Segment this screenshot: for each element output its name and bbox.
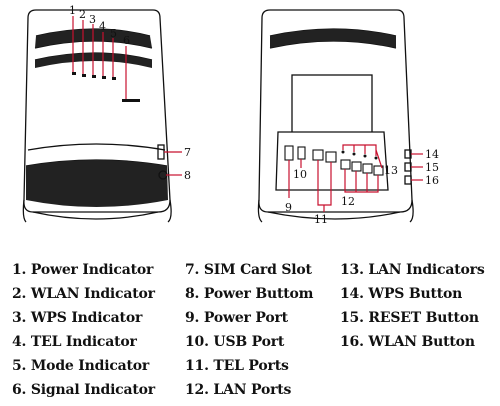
legend-item: 5. Mode Indicator bbox=[12, 358, 150, 374]
legend-column-1: 1. Power Indicator 2. WLAN Indicator 3. … bbox=[12, 258, 155, 402]
lan-indicator-leds bbox=[341, 150, 378, 160]
callout-16: 16 bbox=[425, 174, 439, 187]
callout-12: 12 bbox=[341, 195, 355, 208]
legend-item: 2. WLAN Indicator bbox=[12, 286, 155, 302]
router-back-view bbox=[257, 9, 414, 223]
callout-4: 4 bbox=[99, 20, 106, 33]
callout-15: 15 bbox=[425, 161, 439, 174]
legend: 1. Power Indicator 2. WLAN Indicator 3. … bbox=[0, 258, 500, 406]
router-diagram: 1 2 3 4 5 6 7 8 bbox=[22, 4, 439, 226]
legend-item: 4. TEL Indicator bbox=[12, 334, 137, 350]
legend-item: 15. RESET Button bbox=[340, 310, 479, 326]
legend-item: 3. WPS Indicator bbox=[12, 310, 143, 326]
callout-10: 10 bbox=[293, 168, 307, 181]
callout-13: 13 bbox=[384, 164, 398, 177]
legend-item: 13. LAN Indicators bbox=[340, 262, 485, 278]
legend-item: 9. Power Port bbox=[185, 310, 288, 326]
legend-item: 6. Signal Indicator bbox=[12, 382, 155, 398]
legend-item: 14. WPS Button bbox=[340, 286, 463, 302]
legend-item: 10. USB Port bbox=[185, 334, 285, 350]
legend-item: 11. TEL Ports bbox=[185, 358, 289, 374]
legend-item: 7. SIM Card Slot bbox=[185, 262, 312, 278]
callout-6: 6 bbox=[123, 34, 130, 47]
callout-11: 11 bbox=[314, 213, 328, 226]
callout-5: 5 bbox=[110, 27, 117, 40]
callout-14: 14 bbox=[425, 148, 439, 161]
callout-8: 8 bbox=[184, 169, 191, 182]
callout-2: 2 bbox=[79, 8, 86, 21]
back-leader-lines bbox=[288, 144, 423, 212]
legend-item: 12. LAN Ports bbox=[185, 382, 292, 398]
router-front-view bbox=[22, 9, 172, 223]
legend-column-3: 13. LAN Indicators 14. WPS Button 15. RE… bbox=[340, 258, 485, 354]
front-indicator-row bbox=[72, 72, 140, 102]
callout-9: 9 bbox=[285, 201, 292, 214]
legend-column-2: 7. SIM Card Slot 8. Power Buttom 9. Powe… bbox=[185, 258, 313, 402]
callout-3: 3 bbox=[89, 13, 96, 26]
callout-7: 7 bbox=[184, 146, 191, 159]
legend-item: 8. Power Buttom bbox=[185, 286, 314, 302]
callout-1: 1 bbox=[69, 4, 76, 17]
legend-item: 1. Power Indicator bbox=[12, 262, 154, 278]
legend-item: 16. WLAN Button bbox=[340, 334, 475, 350]
front-leader-lines bbox=[72, 16, 182, 176]
